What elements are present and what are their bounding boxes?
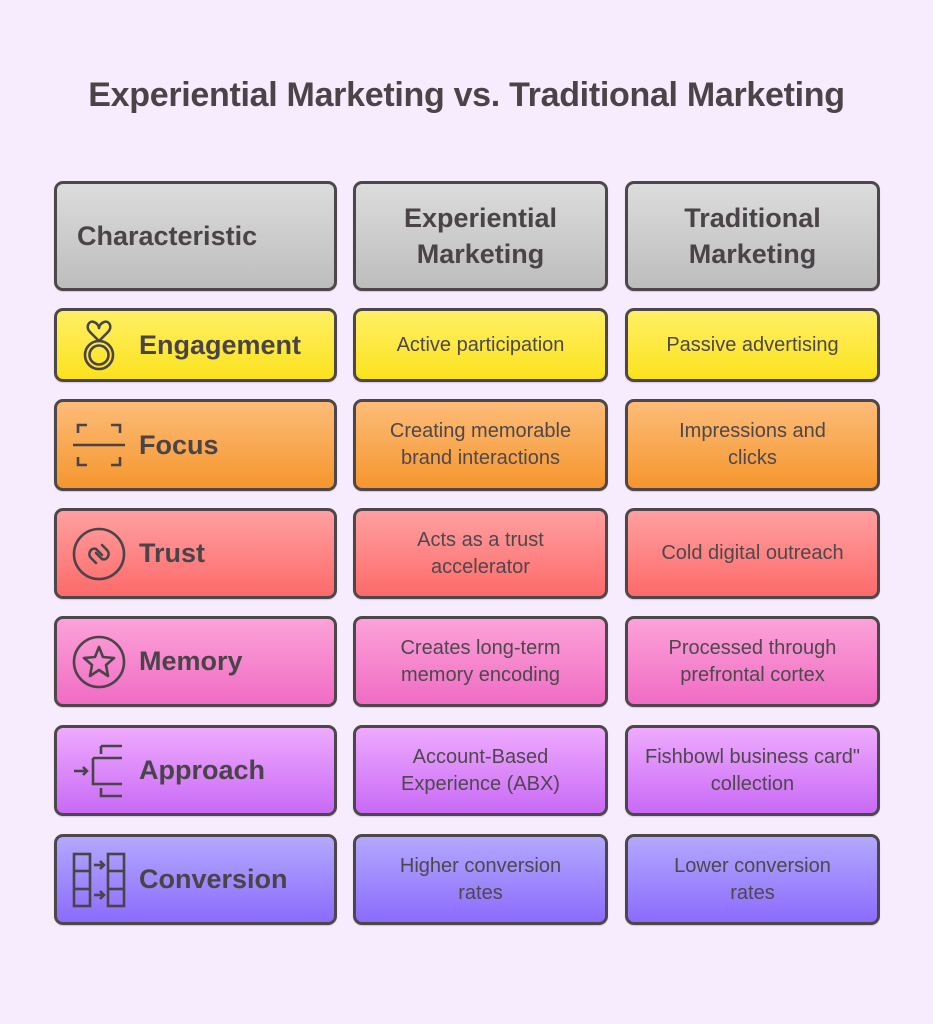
row-conversion-traditional: Lower conversion rates [625, 834, 880, 925]
cell-text: Account-Based Experience (ABX) [401, 745, 560, 795]
column-transfer-icon [71, 852, 127, 908]
row-focus-label: Focus [54, 399, 337, 491]
cell-text: Acts as a trust accelerator [417, 528, 544, 578]
row-memory-label: Memory [54, 616, 337, 707]
cell-text: Fishbowl business card" collection [645, 745, 860, 795]
row-conversion-label: Conversion [54, 834, 337, 925]
cell-text: Lower conversion rates [674, 854, 831, 904]
row-memory-text: Memory [139, 646, 243, 676]
row-memory-experiential: Creates long-term memory encoding [353, 616, 608, 707]
cell-text: Cold digital outreach [661, 542, 844, 564]
row-focus-traditional: Impressions and clicks [625, 399, 880, 491]
row-conversion-experiential: Higher conversion rates [353, 834, 608, 925]
cell-text: Higher conversion rates [399, 854, 562, 904]
row-conversion-text: Conversion [139, 864, 288, 894]
cell-text: Impressions and clicks [679, 420, 826, 469]
row-memory-traditional: Processed through prefrontal cortex [625, 616, 880, 707]
arrow-bracket-icon [71, 743, 127, 799]
header-characteristic: Characteristic [54, 181, 337, 291]
link-circle-icon [71, 526, 127, 582]
row-approach-experiential: Account-Based Experience (ABX) [353, 725, 608, 816]
row-focus-text: Focus [139, 429, 219, 460]
row-engagement-experiential: Active participation [353, 308, 608, 382]
row-trust-text: Trust [139, 538, 206, 568]
header-experiential-label: Experiential Marketing [403, 203, 558, 269]
row-trust-experiential: Acts as a trust accelerator [353, 508, 608, 599]
row-trust-traditional: Cold digital outreach [625, 508, 880, 599]
header-traditional-label: Traditional Marketing [684, 203, 821, 269]
header-characteristic-label: Characteristic [77, 221, 258, 251]
row-approach-text: Approach [139, 755, 266, 785]
row-focus-experiential: Creating memorable brand interactions [353, 399, 608, 491]
focus-frame-icon [71, 417, 127, 473]
row-approach-label: Approach [54, 725, 337, 816]
cell-text: Active participation [396, 333, 565, 356]
cell-text: Creates long-term memory encoding [400, 636, 561, 686]
heart-ring-icon [71, 317, 127, 373]
cell-text: Passive advertising [666, 333, 839, 356]
cell-text: Processed through prefrontal cortex [668, 636, 837, 686]
row-trust-label: Trust [54, 508, 337, 599]
star-circle-icon [71, 634, 127, 690]
header-experiential: Experiential Marketing [353, 181, 608, 291]
cell-text: Creating memorable brand interactions [389, 420, 572, 469]
row-engagement-traditional: Passive advertising [625, 308, 880, 382]
row-approach-traditional: Fishbowl business card" collection [625, 725, 880, 816]
row-engagement-text: Engagement [139, 329, 302, 360]
row-engagement-label: Engagement [54, 308, 337, 382]
page-title: Experiential Marketing vs. Traditional M… [88, 76, 845, 114]
header-traditional: Traditional Marketing [625, 181, 880, 291]
